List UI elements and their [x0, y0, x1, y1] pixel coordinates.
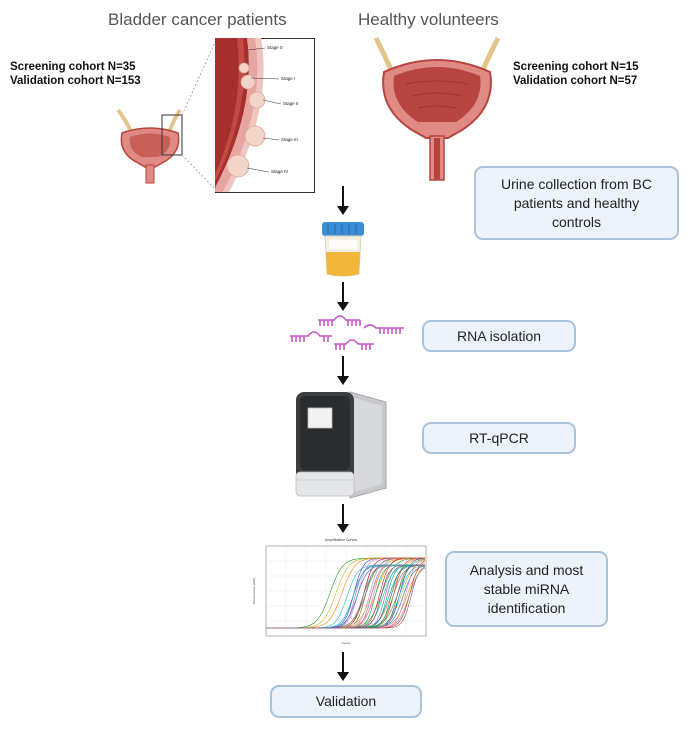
qpcr-machine-icon	[295, 391, 387, 499]
patients-screening-cohort: Screening cohort N=35	[10, 61, 136, 73]
analysis-box: Analysis and most stable miRNA identific…	[445, 551, 608, 627]
down-arrow-icon	[337, 282, 349, 311]
urine-line-1: Urine collection from BC	[501, 175, 652, 192]
urine-collection-box: Urine collection from BC patients and he…	[474, 166, 679, 240]
rna-isolation-box: RNA isolation	[422, 320, 576, 352]
amplification-plot-icon: Amplification Curves Cycles Fluorescence…	[250, 536, 432, 648]
controls-cohorts: Screening cohort N=15 Validation cohort …	[513, 60, 639, 88]
analysis-line-3: identification	[487, 599, 566, 616]
patients-validation-cohort: Validation cohort N=153	[10, 75, 141, 87]
urine-line-2: patients and healthy	[513, 194, 640, 211]
tumor-zoom-icon: Stage 0 Stage I Stage II Stage III Stage…	[215, 38, 315, 193]
plot-ylabel: Fluorescence (dRn)	[252, 578, 256, 604]
stage-3-label: Stage III	[281, 137, 298, 142]
stage-0-label: Stage 0	[267, 45, 283, 50]
bladder-icon-patients	[116, 39, 217, 191]
controls-title: Healthy volunteers	[358, 10, 499, 29]
plot-xlabel: Cycles	[341, 641, 351, 645]
stage-4-label: Stage IV	[271, 169, 288, 174]
controls-validation-cohort: Validation cohort N=57	[513, 75, 638, 87]
rt-qpcr-box: RT-qPCR	[422, 422, 576, 454]
patients-title: Bladder cancer patients	[108, 10, 287, 29]
validation-box: Validation	[270, 685, 422, 718]
down-arrow-icon	[337, 504, 349, 533]
stage-1-label: Stage I	[281, 76, 295, 81]
analysis-line-2: stable miRNA	[483, 580, 570, 597]
urine-cup-icon	[322, 222, 364, 277]
urine-line-3: controls	[551, 213, 602, 230]
down-arrow-icon	[337, 356, 349, 385]
plot-title: Amplification Curves	[325, 538, 357, 542]
patients-cohorts: Screening cohort N=35 Validation cohort …	[10, 60, 141, 88]
controls-screening-cohort: Screening cohort N=15	[513, 61, 639, 73]
amplification-curve	[266, 564, 425, 629]
down-arrow-icon	[337, 652, 349, 681]
bladder-icon-controls	[373, 36, 501, 181]
stage-2-label: Stage II	[283, 101, 299, 106]
analysis-line-1: Analysis and most	[469, 561, 584, 578]
amplification-curves	[266, 557, 426, 629]
down-arrow-icon	[337, 186, 349, 215]
rna-icon	[290, 315, 404, 350]
